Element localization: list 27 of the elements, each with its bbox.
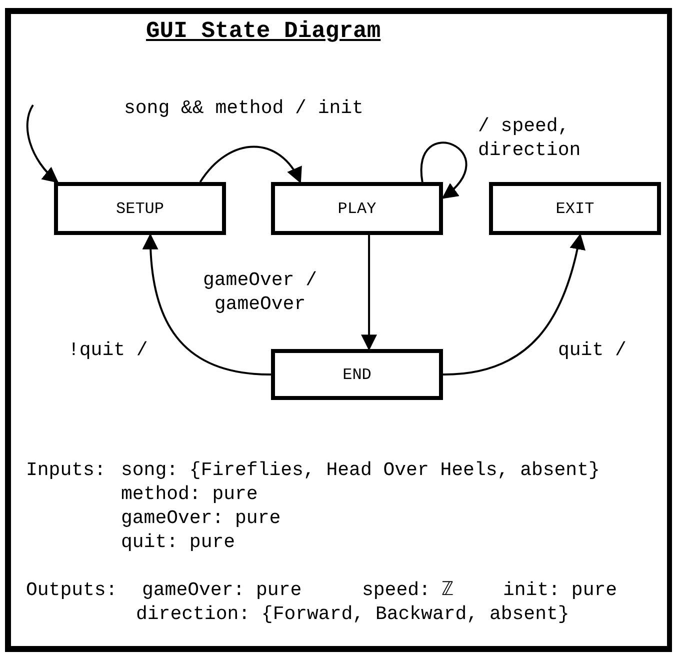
transition-arrow xyxy=(142,233,272,376)
signal-definition: gameOver: pure xyxy=(142,578,302,602)
section-heading: Outputs: xyxy=(26,578,118,602)
state-name: END xyxy=(342,366,372,384)
transition-arrow xyxy=(442,233,586,376)
diagram-title: GUI State Diagram xyxy=(146,18,381,44)
transition-arrow xyxy=(420,142,468,199)
state-box xyxy=(271,182,443,235)
signal-definition: init: pure xyxy=(503,578,618,602)
signal-definition: speed: ℤ xyxy=(362,578,454,602)
state-name: PLAY xyxy=(338,200,376,218)
signal-definition: song: {Fireflies, Head Over Heels, absent} xyxy=(121,458,600,482)
section-heading: Inputs: xyxy=(26,458,106,482)
transition-arrow xyxy=(361,235,378,351)
state-box xyxy=(54,182,226,235)
signal-definition: method: pure xyxy=(121,482,258,506)
signal-definition: direction: {Forward, Backward, absent} xyxy=(136,602,570,626)
signal-definition: gameOver: pure xyxy=(121,506,281,530)
signal-definition: quit: pure xyxy=(121,530,236,554)
transition-arrow xyxy=(26,104,59,184)
edge-label: song && method / init xyxy=(124,96,364,120)
state-box xyxy=(271,349,443,400)
transition-arrow xyxy=(199,146,302,184)
edge-label: quit / xyxy=(558,338,626,362)
state-name: EXIT xyxy=(556,200,594,218)
state-box xyxy=(489,182,661,235)
state-name: SETUP xyxy=(116,200,164,218)
